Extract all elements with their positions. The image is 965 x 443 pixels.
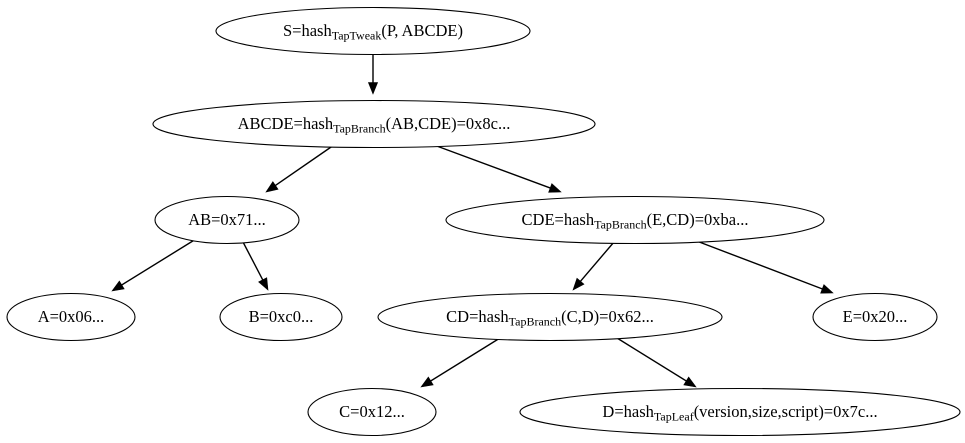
node-ellipse[interactable]: [445, 195, 825, 245]
node-ellipse[interactable]: [215, 6, 531, 56]
node-ellipse[interactable]: [219, 292, 343, 342]
node-cde[interactable]: CDE=hashTapBranch(E,CD)=0xba...: [445, 195, 825, 245]
edge-line: [433, 144, 553, 190]
node-s[interactable]: S=hashTapTweak(P, ABCDE): [215, 6, 531, 56]
node-d[interactable]: D=hashTapLeaf(version,size,script)=0x7c.…: [519, 387, 961, 437]
arrowhead-icon: [820, 284, 834, 294]
arrowhead-icon: [572, 277, 585, 291]
node-e[interactable]: E=0x20...: [812, 292, 938, 342]
node-label: A=0x06...: [38, 307, 105, 326]
edge-line: [273, 144, 335, 188]
node-label: E=0x20...: [843, 307, 908, 326]
arrowhead-icon: [548, 183, 562, 193]
node-label: CDE=hashTapBranch(E,CD)=0xba...: [522, 210, 749, 231]
edge-line: [428, 337, 501, 383]
node-label: AB=0x71...: [188, 210, 266, 229]
edge-cd-to-c: [420, 337, 501, 388]
node-abcde[interactable]: ABCDE=hashTapBranch(AB,CDE)=0x8c...: [152, 99, 596, 149]
node-ellipse[interactable]: [307, 387, 437, 437]
node-ellipse[interactable]: [377, 292, 723, 342]
edge-cd-to-d: [616, 337, 697, 388]
arrowhead-icon: [367, 82, 379, 95]
node-ellipse[interactable]: [519, 387, 961, 437]
edge-line: [119, 238, 197, 287]
node-label: D=hashTapLeaf(version,size,script)=0x7c.…: [602, 402, 877, 423]
edge-abcde-to-ab: [265, 144, 335, 193]
node-label: C=0x12...: [339, 402, 405, 421]
arrowhead-icon: [683, 376, 697, 388]
node-b[interactable]: B=0xc0...: [219, 292, 343, 342]
edge-cde-to-e: [693, 239, 834, 294]
node-ab[interactable]: AB=0x71...: [154, 195, 300, 245]
node-ellipse[interactable]: [6, 292, 136, 342]
node-ellipse[interactable]: [812, 292, 938, 342]
edge-line: [578, 241, 615, 284]
edge-ab-to-b: [242, 241, 269, 291]
node-label: S=hashTapTweak(P, ABCDE): [283, 21, 463, 42]
node-ellipse[interactable]: [152, 99, 596, 149]
edge-cde-to-cd: [572, 241, 615, 291]
arrowhead-icon: [258, 277, 269, 291]
arrowhead-icon: [265, 181, 279, 193]
node-a[interactable]: A=0x06...: [6, 292, 136, 342]
node-cd[interactable]: CD=hashTapBranch(C,D)=0x62...: [377, 292, 723, 342]
edge-line: [693, 239, 825, 291]
edge-s-to-abcde: [367, 55, 379, 95]
node-label: ABCDE=hashTapBranch(AB,CDE)=0x8c...: [238, 114, 511, 135]
node-c[interactable]: C=0x12...: [307, 387, 437, 437]
edges-layer: [111, 55, 834, 388]
edge-abcde-to-cde: [433, 144, 562, 193]
edge-line: [616, 337, 689, 383]
edge-ab-to-a: [111, 238, 197, 292]
node-label: CD=hashTapBranch(C,D)=0x62...: [446, 307, 654, 328]
arrowhead-icon: [420, 376, 434, 388]
node-label: B=0xc0...: [249, 307, 314, 326]
arrowhead-icon: [111, 280, 125, 292]
node-ellipse[interactable]: [154, 195, 300, 245]
nodes-layer: S=hashTapTweak(P, ABCDE) ABCDE=hashTapBra…: [6, 6, 961, 437]
edge-line: [242, 241, 265, 282]
